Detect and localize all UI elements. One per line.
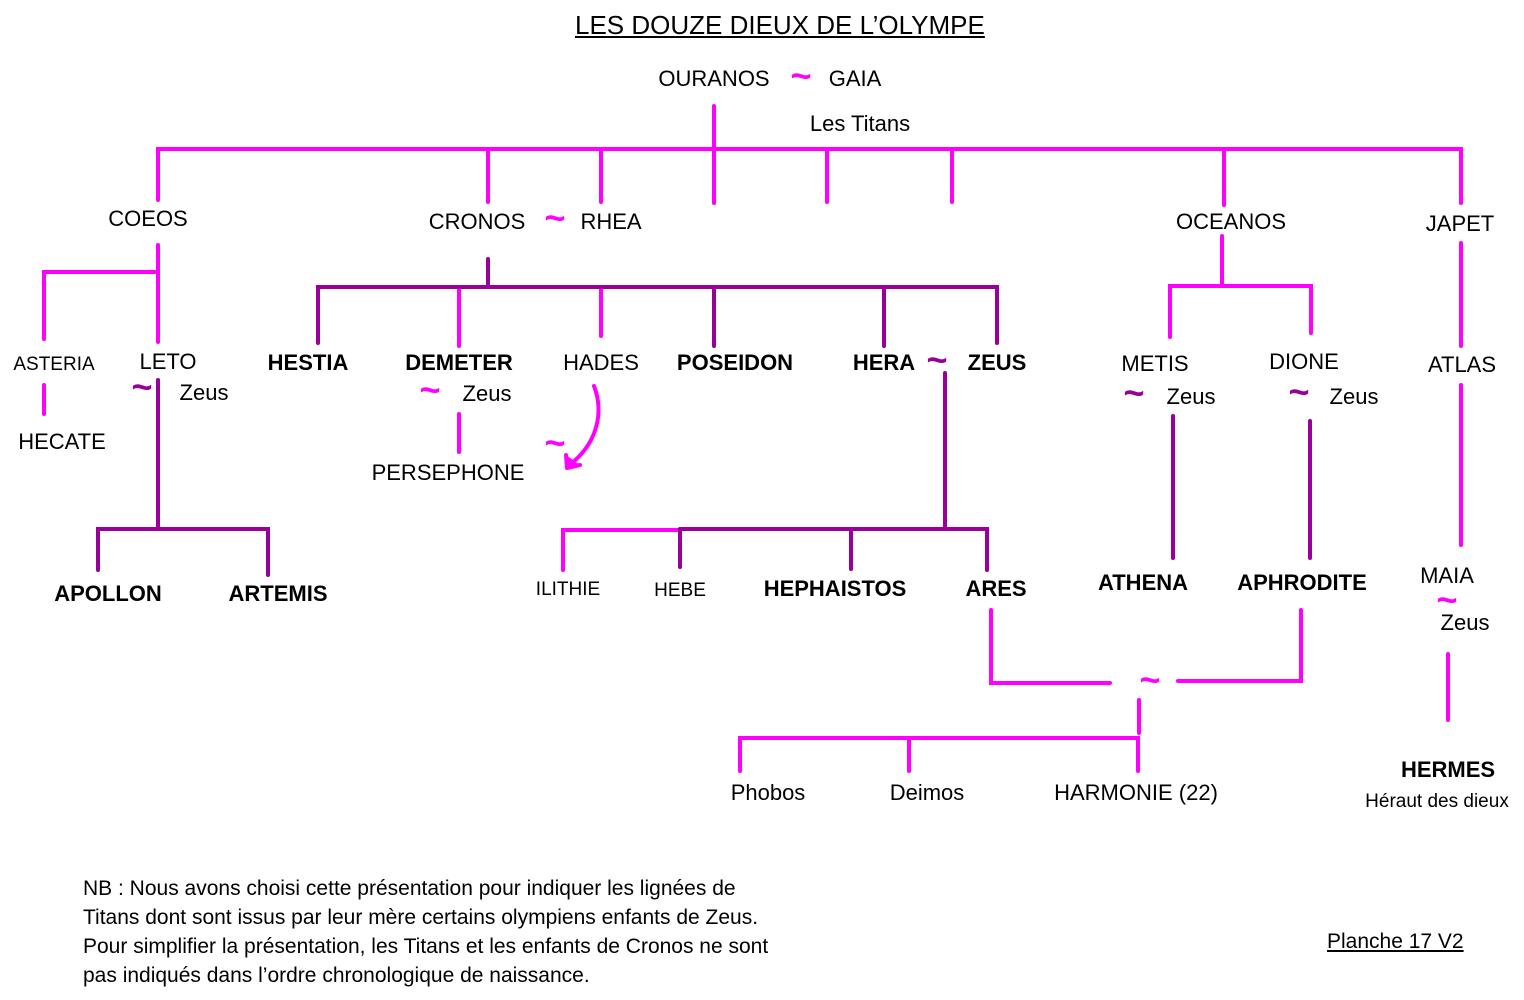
athena-label: ATHENA (1097, 570, 1189, 595)
demeter-label: DEMETER (405, 350, 513, 375)
line-ares-union (989, 608, 1112, 685)
hestia-label: HESTIA (267, 350, 349, 375)
line-herazeus-bar (678, 527, 989, 572)
union-symbol: ~ (1123, 372, 1145, 413)
aphrodite-label: APHRODITE (1237, 570, 1367, 595)
poseidon-label: POSEIDON (676, 350, 794, 375)
titan-branch-lines (42, 104, 1463, 773)
hades-label: HADES (563, 350, 639, 375)
union-symbol: ~ (131, 366, 153, 407)
line-coeos-bar (42, 270, 160, 341)
deimos-label: Deimos (889, 780, 965, 805)
line-oceanos-bar (1168, 284, 1313, 339)
rhea-label: RHEA (580, 209, 642, 234)
ares-label: ARES (965, 576, 1027, 601)
dione-label: DIONE (1269, 349, 1339, 374)
line-cronos-bar (316, 285, 999, 345)
union-symbol: ~ (544, 197, 566, 238)
union-symbol: ~ (544, 422, 566, 463)
phobos-label: Phobos (730, 780, 806, 805)
footnote-line: pas indiqués dans l’ordre chronologique … (83, 964, 590, 987)
leto-label: LETO (139, 349, 197, 374)
oceanos-label: OCEANOS (1175, 209, 1287, 234)
line-titans-bar (156, 147, 1463, 205)
persephone-label: PERSEPHONE (371, 460, 525, 485)
union-symbol: ~ (1288, 371, 1310, 412)
olympian-branch-lines (96, 257, 1312, 577)
titans-label: Les Titans (809, 111, 911, 136)
footnote: NB : Nous avons choisi cette présentatio… (83, 874, 768, 990)
metis-label: METIS (1121, 351, 1189, 376)
hecate-label: HECATE (18, 429, 106, 454)
union-symbol: ~ (1436, 579, 1458, 620)
hermes-label: HERMES (1400, 757, 1496, 782)
artemis-label: ARTEMIS (228, 581, 328, 606)
zeus-label: ZEUS (967, 350, 1027, 375)
hebe-label: HEBE (654, 580, 706, 601)
hera-label: HERA (852, 350, 916, 375)
cronos-label: CRONOS (428, 209, 526, 234)
footnote-line: Titans dont sont issus par leur mère cer… (83, 906, 759, 929)
ilithie-label: ILITHIE (535, 579, 601, 600)
union-symbol: ~ (790, 55, 812, 96)
hades-arrow (566, 384, 601, 468)
hephaistos-label: HEPHAISTOS (763, 576, 907, 601)
harmonie-label: HARMONIE (22) (1054, 780, 1218, 805)
line-harmonie-bar (738, 736, 1140, 773)
apollon-label: APOLLON (54, 581, 162, 606)
line-ilithie (561, 528, 682, 572)
line-leto-bar (96, 527, 270, 577)
metis-partner-label: Zeus (1166, 384, 1216, 409)
line-aphrodite-union (1176, 608, 1303, 683)
page-title: LES DOUZE DIEUX DE L’OLYMPE (575, 10, 985, 40)
maia-label: MAIA (1420, 563, 1474, 588)
hades-arrowhead (564, 453, 582, 470)
union-symbol: ~ (926, 339, 948, 380)
hermes-role-label: Héraut des dieux (1365, 791, 1509, 812)
asteria-label: ASTERIA (13, 354, 95, 375)
demeter-partner-label: Zeus (462, 381, 512, 406)
leto-partner-label: Zeus (179, 380, 229, 405)
union-symbol: ~ (419, 369, 441, 410)
japet-label: JAPET (1425, 211, 1495, 236)
union-symbol: ~ (1139, 659, 1161, 700)
ouranos-label: OURANOS (658, 66, 770, 91)
footnote-line: NB : Nous avons choisi cette présentatio… (83, 877, 736, 900)
atlas-label: ATLAS (1427, 352, 1497, 377)
maia-partner-label: Zeus (1440, 610, 1490, 635)
coeos-label: COEOS (108, 206, 188, 231)
plate-number: Planche 17 V2 (1327, 930, 1464, 953)
gaia-label: GAIA (828, 66, 882, 91)
footnote-line: Pour simplifier la présentation, les Tit… (83, 935, 769, 958)
dione-partner-label: Zeus (1329, 384, 1379, 409)
